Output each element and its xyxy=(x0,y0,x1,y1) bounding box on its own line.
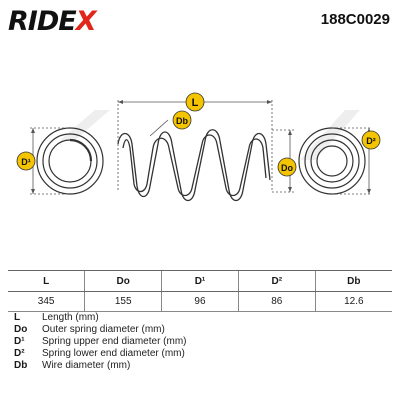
legend-code: L xyxy=(14,311,21,323)
length-badge: L xyxy=(185,92,205,112)
upper-diameter-badge: D¹ xyxy=(16,151,36,171)
legend-text: Spring lower end diameter (mm) xyxy=(42,347,185,359)
value-wire-diameter: 12.6 xyxy=(314,291,392,312)
watermark xyxy=(60,110,360,160)
brand-name: RIDE xyxy=(8,6,77,37)
lower-diameter-badge-label: D² xyxy=(366,136,376,146)
spring-side-view xyxy=(117,129,271,202)
value-outer-diameter: 155 xyxy=(84,291,162,312)
col-header-wire-diameter: Db xyxy=(314,270,392,292)
length-badge-label: L xyxy=(192,97,199,109)
part-number: 188C0029 xyxy=(320,11,390,28)
legend-text: Wire diameter (mm) xyxy=(42,359,131,371)
legend-code: D¹ xyxy=(14,335,25,347)
value-upper-diameter: 96 xyxy=(161,291,239,312)
brand-logo: RIDEX xyxy=(8,6,97,37)
legend-item: Do Outer spring diameter (mm) xyxy=(14,323,187,335)
value-lower-diameter: 86 xyxy=(237,291,316,312)
legend-text: Outer spring diameter (mm) xyxy=(42,323,165,335)
spec-table-header: L Do D¹ D² Db xyxy=(8,270,392,292)
legend-code: D² xyxy=(14,347,25,359)
col-header-outer-diameter: Do xyxy=(84,270,162,292)
col-header-lower-diameter: D² xyxy=(237,270,316,292)
spec-table: L Do D¹ D² Db 345 155 96 86 12.6 xyxy=(8,270,392,312)
upper-diameter-badge-label: D¹ xyxy=(21,157,31,167)
legend: L Length (mm) Do Outer spring diameter (mm… xyxy=(14,311,187,371)
legend-item: D² Spring lower end diameter (mm) xyxy=(14,347,187,359)
legend-code: Db xyxy=(14,359,28,371)
legend-item: D¹ Spring upper end diameter (mm) xyxy=(14,335,187,347)
wire-diameter-badge-label: Db xyxy=(176,116,188,126)
wire-diameter-badge: Db xyxy=(172,110,192,130)
dimension-arrows xyxy=(31,100,371,194)
outer-diameter-badge: Do xyxy=(277,157,297,177)
brand-accent-letter: X xyxy=(75,6,97,37)
spring-diagram: L Db D¹ Do D² xyxy=(16,92,381,202)
legend-item: Db Wire diameter (mm) xyxy=(14,359,187,371)
legend-code: Do xyxy=(14,323,28,335)
col-header-upper-diameter: D¹ xyxy=(161,270,239,292)
legend-text: Length (mm) xyxy=(42,311,99,323)
col-header-length: L xyxy=(8,270,85,292)
spec-table-row: 345 155 96 86 12.6 xyxy=(8,291,392,312)
outer-diameter-badge-label: Do xyxy=(281,163,293,173)
lower-diameter-badge: D² xyxy=(361,130,381,150)
header: RIDEX 188C0029 xyxy=(0,0,400,40)
value-length: 345 xyxy=(8,291,85,312)
legend-text: Spring upper end diameter (mm) xyxy=(42,335,187,347)
spring-top-view xyxy=(36,127,104,195)
legend-item: L Length (mm) xyxy=(14,311,187,323)
